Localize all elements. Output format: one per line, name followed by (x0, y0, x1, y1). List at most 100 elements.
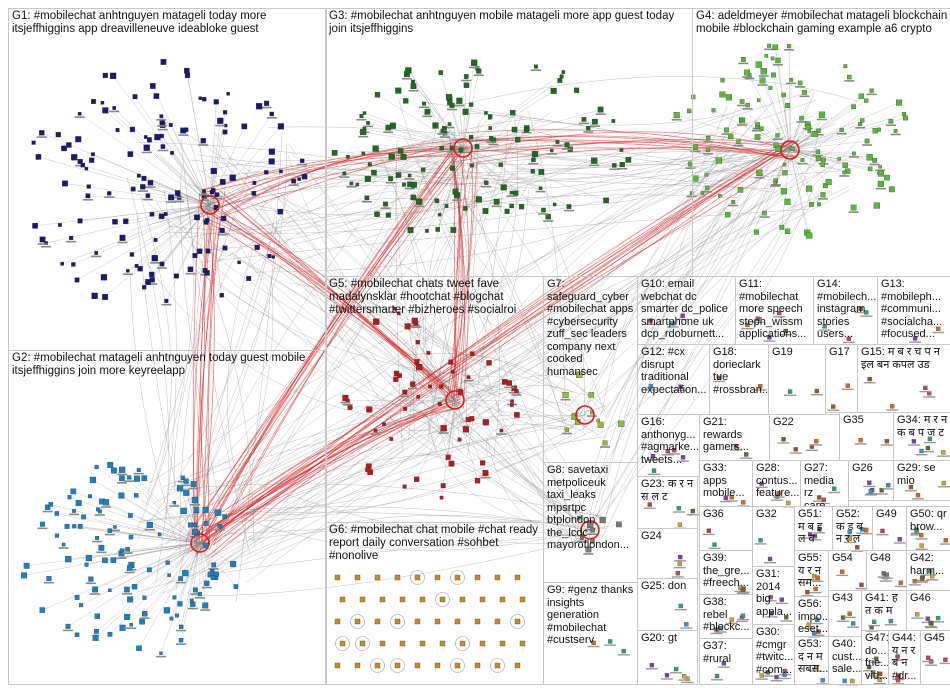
node (149, 212, 155, 217)
node (550, 148, 554, 153)
node (439, 146, 444, 151)
edge-highlight (203, 155, 465, 191)
edge-highlight (472, 147, 798, 164)
edge (95, 542, 201, 590)
node-label (915, 453, 928, 456)
node-label (874, 676, 887, 679)
group-cell-g52: G52: क ड ब न र ल (832, 506, 873, 551)
node (770, 56, 775, 61)
node (366, 121, 370, 125)
group-label-g29: G29: se mio (897, 462, 936, 487)
node (420, 167, 426, 172)
node (814, 665, 819, 670)
edge (149, 436, 606, 597)
node (858, 438, 863, 443)
node (94, 251, 99, 255)
node (541, 207, 546, 213)
node (741, 500, 746, 505)
edge (199, 516, 225, 544)
edge-highlight (206, 142, 787, 558)
node (860, 527, 865, 532)
edge (789, 149, 875, 161)
edge (415, 142, 729, 180)
group-label-g22: G22 (773, 416, 794, 428)
node (729, 617, 734, 622)
node-label (922, 660, 935, 663)
node-label (408, 89, 419, 92)
node (501, 379, 508, 385)
node (448, 359, 454, 365)
node-label (681, 681, 694, 684)
node (192, 522, 197, 527)
node (486, 360, 492, 366)
node (147, 180, 154, 186)
edge (605, 192, 733, 418)
node (469, 416, 475, 422)
edge (105, 110, 211, 206)
node (439, 384, 444, 389)
node (678, 384, 683, 389)
node-label (546, 153, 557, 155)
node (202, 189, 206, 194)
edge (252, 165, 725, 273)
node (141, 475, 148, 482)
group-cell-g55: G55: य र न सम... (794, 550, 829, 597)
edge (439, 147, 464, 215)
node (509, 190, 514, 195)
node-label (121, 593, 132, 595)
node (442, 126, 447, 131)
edge (462, 144, 567, 149)
node (651, 468, 657, 473)
node (677, 561, 682, 567)
edge (789, 149, 881, 174)
node-label (939, 662, 950, 665)
edge (676, 114, 791, 151)
node (462, 426, 470, 433)
group-label-g5: G5: #mobilechat chats tweet fave madalyn… (329, 278, 517, 316)
edge (462, 116, 491, 149)
edge (428, 428, 592, 534)
node (908, 484, 914, 490)
node (825, 179, 832, 186)
node (858, 122, 863, 127)
node-label (775, 602, 788, 605)
node (923, 385, 928, 391)
group-cell-g24: G24 (637, 528, 698, 579)
node-label (185, 272, 196, 275)
node (673, 112, 680, 119)
node-label (342, 403, 353, 406)
node-label (817, 502, 830, 505)
node (867, 480, 872, 485)
node (524, 127, 529, 133)
node (403, 406, 408, 411)
group-label-g23: G23: क र न स ल ट (641, 478, 694, 503)
node-label (37, 527, 48, 530)
node (125, 546, 130, 552)
node (126, 269, 130, 273)
node (79, 603, 84, 608)
node (842, 162, 848, 168)
node-label (737, 104, 748, 107)
node (440, 483, 446, 489)
edge (496, 129, 860, 354)
node (733, 444, 739, 449)
node (400, 153, 407, 160)
node (768, 85, 773, 90)
node (814, 388, 820, 394)
node (21, 572, 28, 579)
group-label-g13: G13: #mobileph... #communi... #socialcha… (881, 278, 943, 340)
node-label (644, 389, 657, 391)
edge-highlight (213, 140, 794, 546)
edge (96, 466, 201, 544)
node-label (738, 62, 749, 65)
edge (375, 399, 456, 432)
node-label (438, 432, 449, 434)
group-cell-g27: G27: media rz care... (800, 460, 849, 507)
edge-highlight (202, 218, 455, 392)
node (226, 92, 230, 96)
edge (287, 155, 431, 375)
node (845, 383, 850, 388)
edge (209, 204, 258, 248)
edge (377, 94, 464, 149)
node (146, 567, 152, 573)
